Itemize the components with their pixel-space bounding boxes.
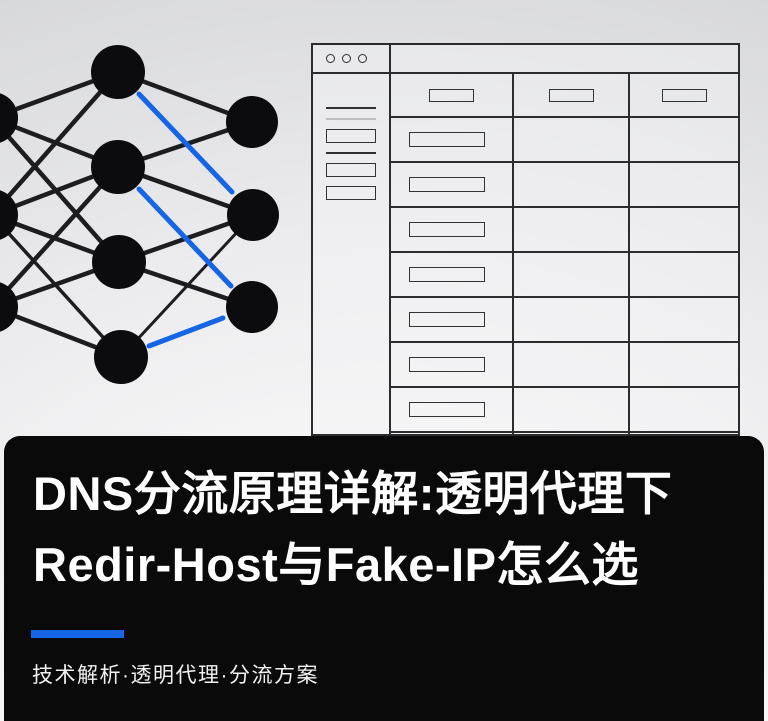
network-node xyxy=(227,189,279,241)
table-cell xyxy=(630,298,738,341)
title-banner: DNS分流原理详解:透明代理下 Redir-Host与Fake-IP怎么选 技术… xyxy=(4,436,764,721)
table-row xyxy=(391,208,738,253)
table-cell xyxy=(514,343,630,386)
title-line-1: DNS分流原理详解:透明代理下 xyxy=(33,467,673,520)
accent-bar xyxy=(31,630,124,638)
table-header-cell xyxy=(630,74,738,116)
window-control-dot-icon xyxy=(326,54,335,63)
table-cell xyxy=(630,118,738,161)
table-header-cell xyxy=(514,74,630,116)
table-cell xyxy=(391,388,514,431)
table-cell xyxy=(391,343,514,386)
cover-title: DNS分流原理详解:透明代理下 Redir-Host与Fake-IP怎么选 xyxy=(33,458,754,600)
table-cell xyxy=(391,298,514,341)
row-placeholder-pill xyxy=(409,132,485,147)
row-placeholder-pill xyxy=(409,402,485,417)
sidebar-placeholder-line xyxy=(326,118,376,120)
window-titlebar xyxy=(391,45,738,74)
table-row xyxy=(391,253,738,298)
network-edge xyxy=(119,213,255,359)
browser-window-mockup xyxy=(311,43,740,436)
network-node xyxy=(0,190,18,240)
network-edge xyxy=(0,164,121,302)
table-cell xyxy=(630,343,738,386)
table-cell xyxy=(630,253,738,296)
table-cell xyxy=(630,163,738,206)
table-cell xyxy=(514,388,630,431)
network-node xyxy=(0,93,18,143)
table-row xyxy=(391,163,738,208)
table-row xyxy=(391,298,738,343)
table-header-cell xyxy=(391,74,514,116)
row-placeholder-pill xyxy=(409,177,485,192)
sidebar-placeholder-box xyxy=(326,186,376,200)
neural-network-illustration xyxy=(0,45,279,384)
table-header-row xyxy=(391,74,738,118)
table-cell xyxy=(630,433,738,434)
table-cell xyxy=(514,208,630,251)
window-control-dot-icon xyxy=(358,54,367,63)
title-line-2: Redir-Host与Fake-IP怎么选 xyxy=(33,538,639,591)
table-row xyxy=(391,343,738,388)
table-cell xyxy=(514,433,630,434)
table-cell xyxy=(391,208,514,251)
network-node xyxy=(0,282,18,332)
network-node xyxy=(91,45,145,99)
table-row xyxy=(391,388,738,433)
table-cell xyxy=(514,298,630,341)
network-edge-highlighted xyxy=(136,91,235,195)
table-cell xyxy=(391,163,514,206)
cover-subtitle: 技术解析·透明代理·分流方案 xyxy=(32,664,319,687)
network-edge-highlighted xyxy=(146,315,226,349)
network-node xyxy=(92,235,146,289)
table-cell xyxy=(514,118,630,161)
row-placeholder-pill xyxy=(409,267,485,282)
network-node xyxy=(226,281,278,333)
table-cell xyxy=(630,388,738,431)
table-row xyxy=(391,118,738,163)
sidebar-placeholder-line xyxy=(326,107,376,109)
row-placeholder-pill xyxy=(409,222,485,237)
table-cell xyxy=(514,253,630,296)
table-cell xyxy=(391,118,514,161)
window-table xyxy=(391,74,738,434)
header-placeholder-chip xyxy=(548,88,594,102)
network-node xyxy=(226,96,278,148)
table-cell xyxy=(391,253,514,296)
network-edge-highlighted xyxy=(136,186,234,289)
row-placeholder-pill xyxy=(409,312,485,327)
header-placeholder-chip xyxy=(429,88,474,102)
sidebar-placeholder-box xyxy=(326,163,376,177)
network-edge xyxy=(0,69,121,210)
sidebar-placeholder-line xyxy=(326,152,376,154)
window-titlebar-controls xyxy=(313,45,391,74)
table-cell xyxy=(391,433,514,434)
network-node xyxy=(94,330,148,384)
table-row xyxy=(391,433,738,434)
row-placeholder-pill xyxy=(409,357,485,372)
window-control-dot-icon xyxy=(342,54,351,63)
header-placeholder-chip xyxy=(661,88,707,102)
table-cell xyxy=(514,163,630,206)
table-cell xyxy=(630,208,738,251)
sidebar-placeholder-box xyxy=(326,129,376,143)
network-node xyxy=(91,140,145,194)
window-sidebar xyxy=(313,74,391,434)
